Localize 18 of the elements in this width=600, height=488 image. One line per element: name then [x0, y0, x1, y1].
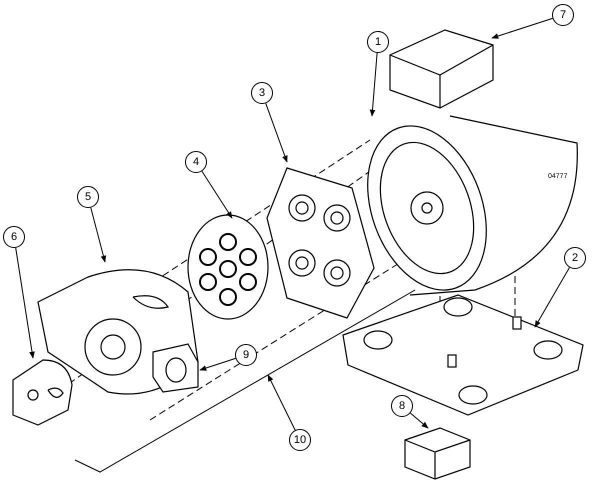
callout-number: 2 [564, 247, 586, 269]
leader-line [265, 102, 288, 163]
leader-line [410, 412, 429, 428]
bracket-line [74, 290, 416, 473]
leader-line [370, 52, 378, 117]
leader-line [201, 170, 232, 219]
callout-number: 6 [3, 226, 25, 248]
callout-number: 5 [77, 186, 99, 208]
callout-number: 4 [185, 151, 207, 173]
callout-number: 7 [552, 4, 574, 26]
callout-number: 3 [251, 82, 273, 104]
leader-line [491, 18, 554, 39]
leader-line [15, 247, 35, 359]
leader-line [90, 207, 106, 263]
leader-line [268, 374, 296, 431]
leader-line [199, 358, 236, 371]
callout-number: 1 [367, 31, 389, 53]
leader-line [534, 267, 570, 328]
